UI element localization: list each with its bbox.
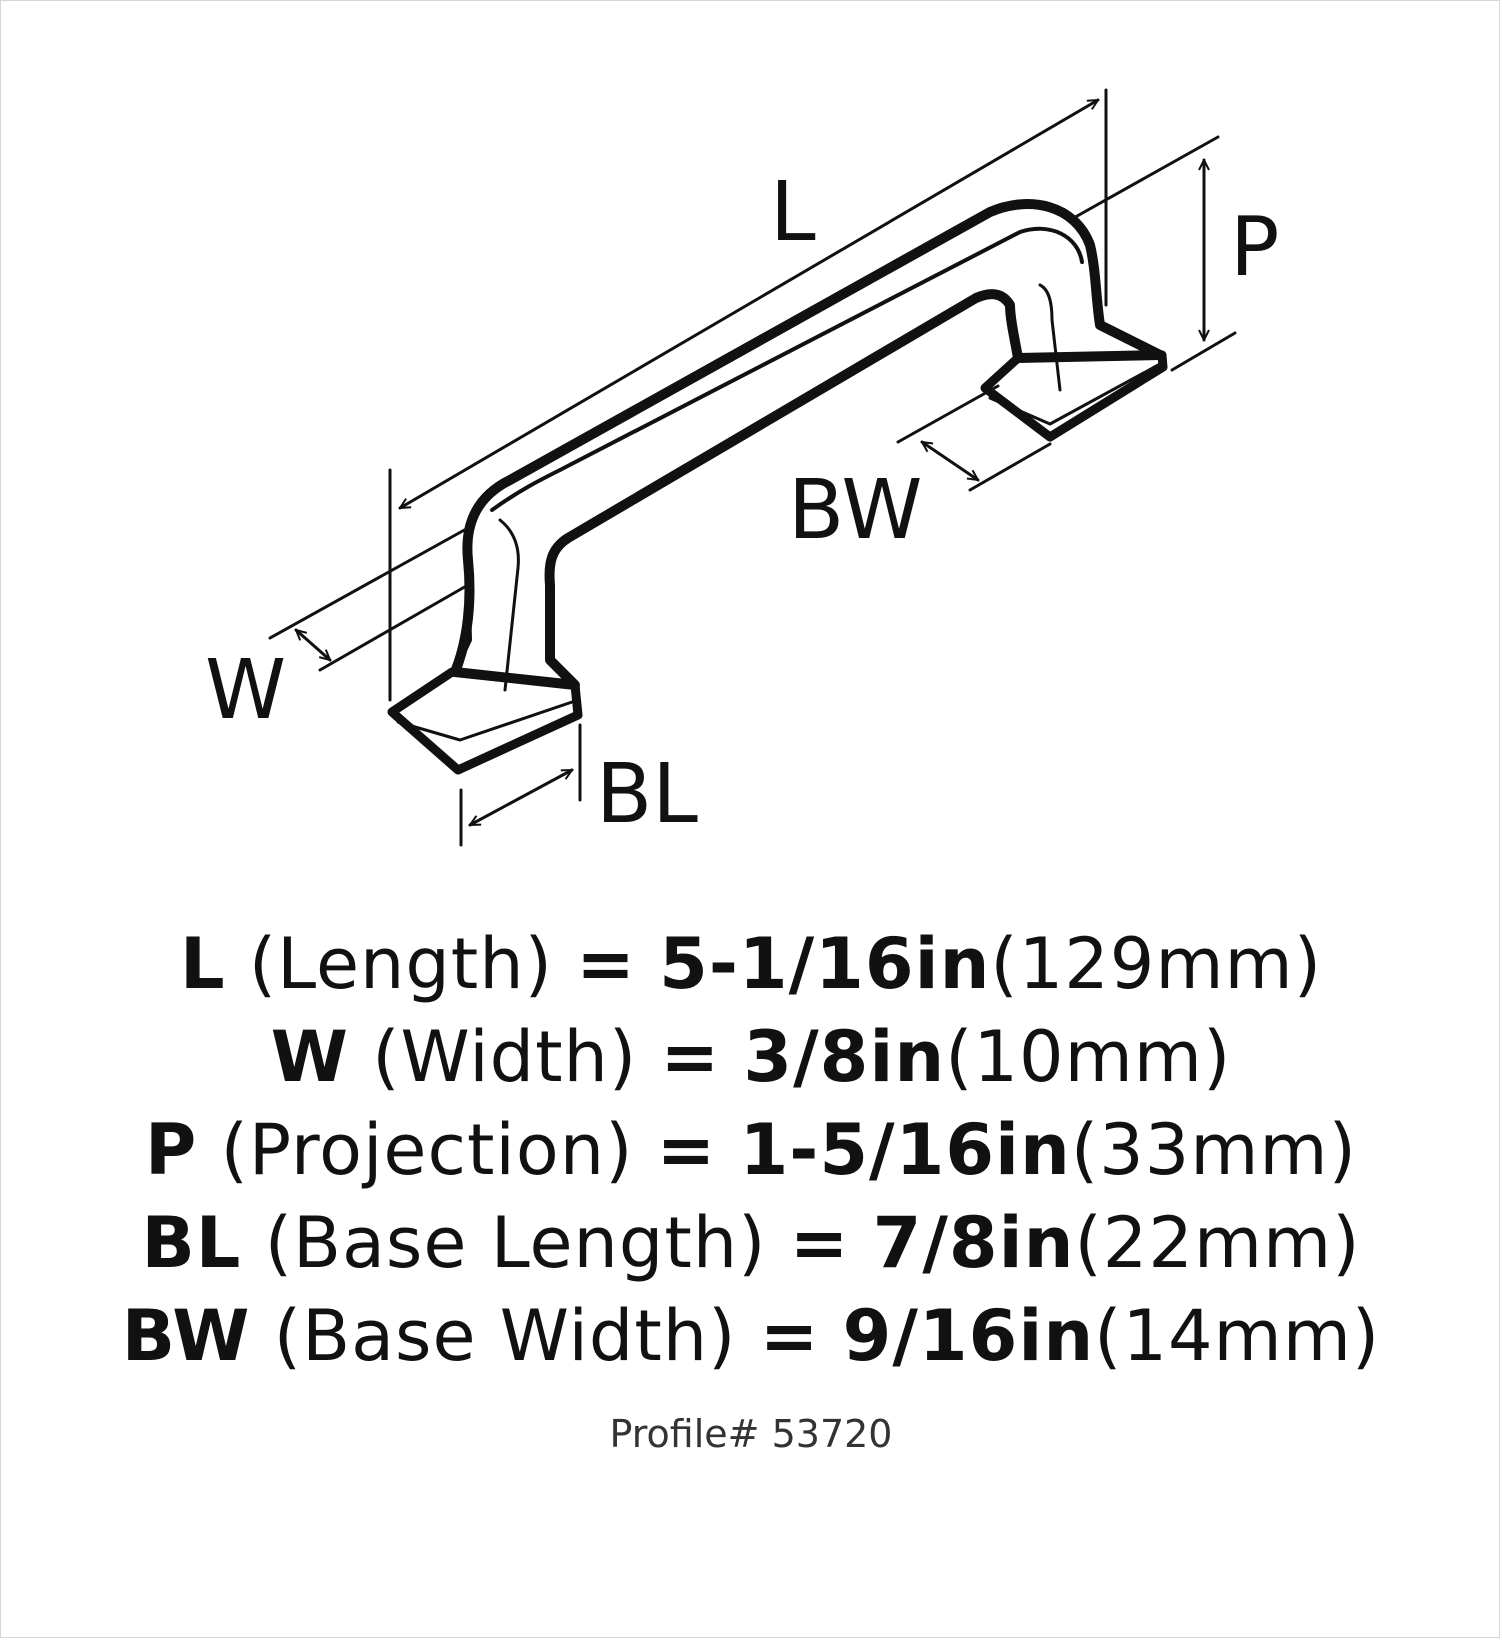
spec-value: 7/8in xyxy=(872,1202,1075,1284)
spec-name: (Width) xyxy=(372,1016,638,1098)
base-width-dimension-line xyxy=(922,440,978,482)
spec-metric: (129mm) xyxy=(990,923,1323,1005)
base-length-dimension-line xyxy=(470,768,572,827)
profile-number: Profile# 53720 xyxy=(609,1412,893,1456)
spec-name: (Length) xyxy=(248,923,553,1005)
spec-name: (Base Width) xyxy=(273,1295,737,1377)
handle-dimension-drawing: L P BW W BL xyxy=(205,88,1279,847)
spec-length: L (Length) = 5-1/16in(129mm) xyxy=(0,918,1502,1011)
spec-code: W xyxy=(270,1016,349,1098)
spec-metric: (33mm) xyxy=(1070,1109,1357,1191)
label-bl: BL xyxy=(596,747,698,842)
label-bw: BW xyxy=(788,463,922,558)
spec-code: BW xyxy=(121,1295,251,1377)
spec-base-width: BW (Base Width) = 9/16in(14mm) xyxy=(0,1290,1502,1383)
right-base-plate xyxy=(980,350,1168,442)
spec-code: BL xyxy=(141,1202,242,1284)
spec-equals: = xyxy=(660,1016,721,1098)
label-w: W xyxy=(205,643,286,738)
spec-code: P xyxy=(145,1109,198,1191)
label-p: P xyxy=(1230,200,1279,295)
spec-value: 1-5/16in xyxy=(739,1109,1071,1191)
spec-name: (Base Length) xyxy=(264,1202,767,1284)
spec-value: 5-1/16in xyxy=(659,923,991,1005)
spec-name: (Projection) xyxy=(220,1109,634,1191)
spec-base-length: BL (Base Length) = 7/8in(22mm) xyxy=(0,1197,1502,1290)
dimension-spec-list: L (Length) = 5-1/16in(129mm) W (Width) =… xyxy=(0,918,1502,1383)
spec-metric: (22mm) xyxy=(1074,1202,1361,1284)
spec-metric: (14mm) xyxy=(1094,1295,1381,1377)
length-dimension-line xyxy=(400,98,1098,510)
spec-equals: = xyxy=(789,1202,850,1284)
dimension-lines xyxy=(268,88,1237,847)
spec-width: W (Width) = 3/8in(10mm) xyxy=(0,1011,1502,1104)
spec-metric: (10mm) xyxy=(945,1016,1232,1098)
label-l: L xyxy=(770,165,816,260)
spec-equals: = xyxy=(656,1109,717,1191)
spec-equals: = xyxy=(759,1295,820,1377)
spec-code: L xyxy=(179,923,226,1005)
spec-value: 9/16in xyxy=(842,1295,1095,1377)
spec-projection: P (Projection) = 1-5/16in(33mm) xyxy=(0,1104,1502,1197)
spec-equals: = xyxy=(576,923,636,1005)
spec-value: 3/8in xyxy=(743,1016,946,1098)
width-dimension-line xyxy=(296,628,330,662)
handle-outline xyxy=(450,199,1165,690)
